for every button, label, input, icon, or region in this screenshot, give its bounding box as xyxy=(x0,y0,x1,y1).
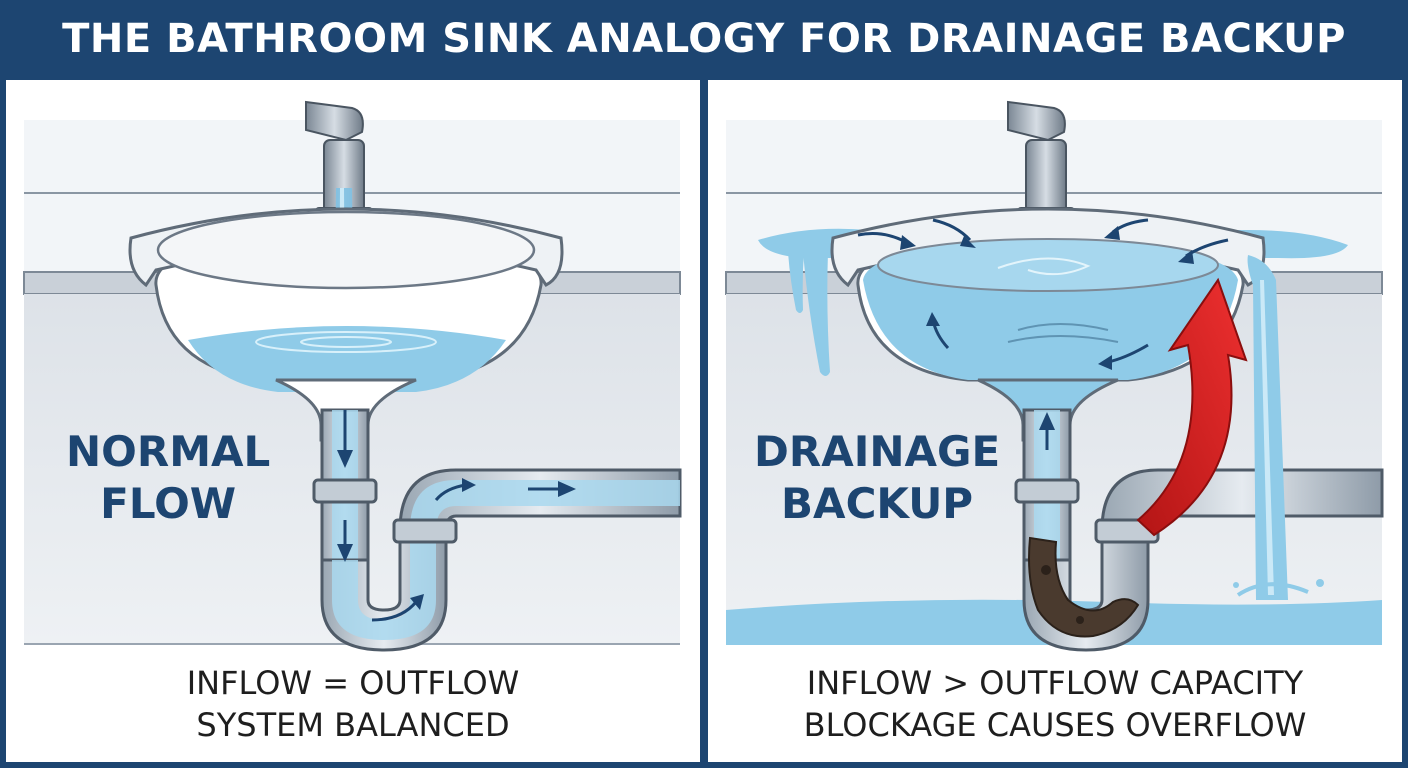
normal-flow-caption-line2: SYSTEM BALANCED xyxy=(196,706,510,744)
drainage-backup-illustration xyxy=(725,100,1384,652)
sink-basin xyxy=(128,207,564,442)
basin-water xyxy=(188,326,506,392)
normal-flow-label-line2: FLOW xyxy=(100,479,237,528)
clog-blockage xyxy=(1028,536,1140,638)
drainage-backup-label-line2: BACKUP xyxy=(781,479,974,528)
pipe-coupling xyxy=(312,478,378,504)
trap-coupling xyxy=(392,518,458,544)
title-bar: THE BATHROOM SINK ANALOGY FOR DRAINAGE B… xyxy=(0,0,1408,78)
normal-flow-label: NORMAL FLOW xyxy=(66,426,270,530)
drainage-backup-caption-line2: BLOCKAGE CAUSES OVERFLOW xyxy=(803,706,1307,744)
drainage-backup-label-line1: DRAINAGE xyxy=(754,427,1001,476)
panel-drainage-backup: DRAINAGE BACKUP INFLOW > OUTFLOW CAPACIT… xyxy=(708,80,1402,762)
page-title: THE BATHROOM SINK ANALOGY FOR DRAINAGE B… xyxy=(62,16,1346,62)
swirl-arrows xyxy=(857,218,1229,370)
normal-flow-label-line1: NORMAL xyxy=(66,427,271,476)
drainage-backup-caption-line1: INFLOW > OUTFLOW CAPACITY xyxy=(806,664,1304,702)
left-drip xyxy=(803,252,830,376)
normal-flow-caption-line1: INFLOW = OUTFLOW xyxy=(186,664,520,702)
panel-normal-flow: NORMAL FLOW INFLOW = OUTFLOW SYSTEM BALA… xyxy=(6,80,700,762)
drainage-backup-label: DRAINAGE BACKUP xyxy=(754,426,1000,530)
backflow-arrow xyxy=(1039,412,1055,450)
normal-flow-illustration xyxy=(23,100,682,652)
drainage-backup-caption: INFLOW > OUTFLOW CAPACITY BLOCKAGE CAUSE… xyxy=(708,662,1402,746)
overflow-warning-arrow xyxy=(1136,277,1248,537)
normal-flow-caption: INFLOW = OUTFLOW SYSTEM BALANCED xyxy=(6,662,700,746)
flow-arrows xyxy=(337,410,576,622)
